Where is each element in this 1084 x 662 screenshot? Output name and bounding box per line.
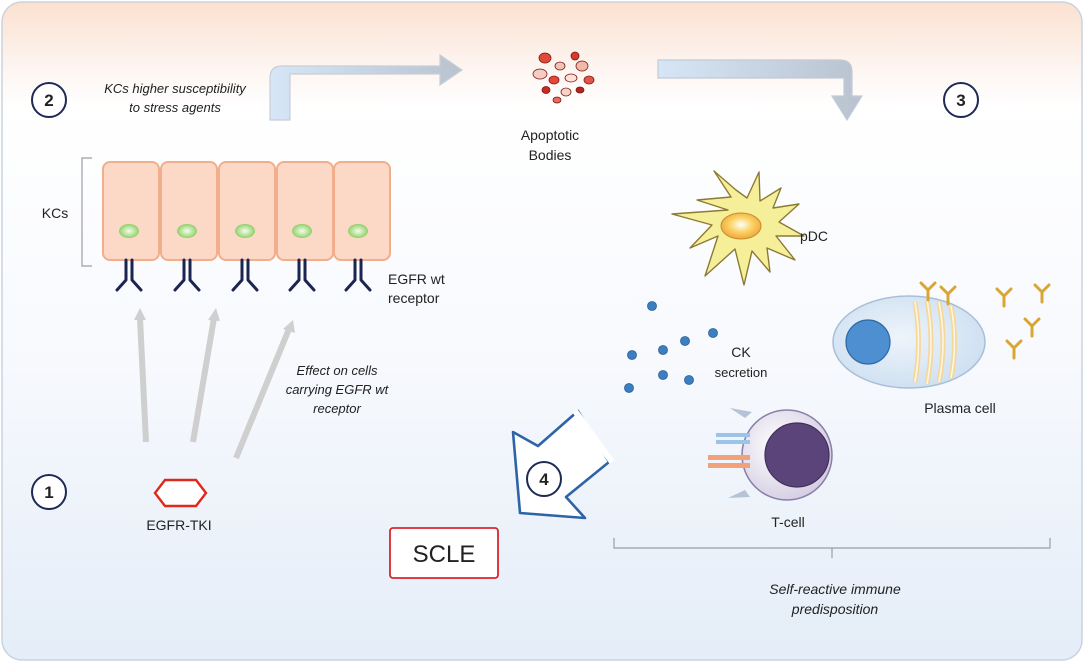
cell-nucleus [292, 224, 312, 238]
step-4-arrow-fade [572, 409, 615, 464]
plasma-cell-label: Plasma cell [924, 400, 996, 416]
effect-line3: receptor [313, 401, 361, 416]
plasma-cell [832, 295, 986, 389]
self-reactive-line2: predisposition [791, 601, 879, 617]
t-cell-label: T-cell [771, 514, 804, 530]
scle-label: SCLE [413, 541, 476, 568]
ck-label-line1: CK [731, 344, 751, 360]
step-1-badge: 1 [31, 474, 67, 510]
step-3-badge: 3 [943, 82, 979, 118]
step-2-badge: 2 [31, 82, 67, 118]
cell-nucleus [235, 224, 255, 238]
kcs-bracket [81, 157, 92, 267]
egfr-receptor-icon [115, 258, 143, 292]
antibody-icon [995, 287, 1013, 308]
tki-effect-arrows [134, 308, 295, 460]
keratinocyte-cell [160, 161, 218, 261]
effect-line2: carrying EGFR wt [286, 382, 390, 397]
antibody-icon [939, 285, 957, 306]
antibody-icon [919, 281, 937, 302]
egfr-tki-label: EGFR-TKI [146, 517, 211, 533]
pdc-dendritic-cell [671, 170, 805, 286]
self-reactive-line1: Self-reactive immune [769, 581, 901, 597]
t-cell [708, 408, 833, 501]
kcs-note-line1: KCs higher susceptibility [104, 81, 247, 96]
egfr-wt-line1: EGFR wt [388, 271, 445, 287]
svg-text:4: 4 [539, 470, 549, 489]
step-4-badge: 4 [526, 461, 562, 497]
antibody-icon [1023, 317, 1041, 338]
apoptotic-label-line2: Bodies [529, 147, 572, 163]
egfr-receptor-icon [288, 258, 316, 292]
apoptotic-bodies [532, 51, 595, 104]
keratinocyte-cell [333, 161, 391, 261]
kcs-note-line2: to stress agents [129, 100, 221, 115]
svg-text:2: 2 [44, 91, 53, 110]
pdc-label: pDC [800, 228, 828, 244]
scle-box [389, 527, 499, 579]
cell-nucleus [348, 224, 368, 238]
egfr-receptor-icon [173, 258, 201, 292]
svg-text:1: 1 [44, 483, 53, 502]
antibody-icon [1005, 339, 1023, 360]
ck-label-line2: secretion [715, 365, 768, 380]
egfr-receptor-icon [231, 258, 259, 292]
cell-nucleus [177, 224, 197, 238]
keratinocyte-cell [276, 161, 334, 261]
egfr-tki-hexagon-icon [153, 478, 208, 508]
self-reactive-bracket [613, 538, 1051, 558]
effect-line1: Effect on cells [297, 363, 378, 378]
keratinocyte-cell [218, 161, 276, 261]
svg-text:3: 3 [956, 91, 965, 110]
kcs-label: KCs [42, 205, 68, 221]
antibody-icon [1033, 283, 1051, 304]
egfr-receptors [115, 258, 372, 292]
egfr-wt-line2: receptor [388, 290, 440, 306]
keratinocyte-cell [102, 161, 160, 261]
keratinocyte-layer [102, 161, 391, 261]
arrow-to-apoptotic [269, 53, 464, 121]
cytokine-dots [624, 301, 718, 393]
apoptotic-label-line1: Apoptotic [521, 127, 579, 143]
arrow-to-immune [657, 59, 864, 122]
cell-nucleus [119, 224, 139, 238]
egfr-receptor-icon [344, 258, 372, 292]
antibodies [919, 281, 1051, 360]
